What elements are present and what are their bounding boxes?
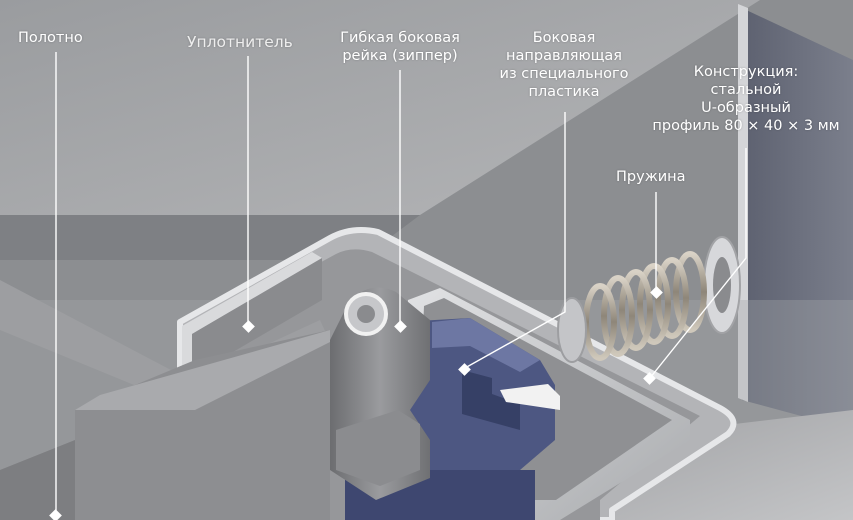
marker-zipper	[394, 320, 407, 333]
spring-base-washer	[557, 297, 587, 363]
blade-front	[75, 330, 330, 520]
right-cover-panel	[742, 8, 853, 430]
plastic-guide-light	[432, 318, 540, 372]
label-guide-line2: направляющая	[506, 48, 622, 64]
label-structure-line4: профиль 80 × 40 × 3 мм	[652, 118, 840, 134]
label-guide-line4: пластика	[528, 84, 600, 100]
guide-insert	[500, 384, 560, 410]
leader-guide	[464, 112, 566, 369]
label-seal: Уплотнитель	[187, 33, 293, 51]
label-zipper-line2: рейка (зиппер)	[342, 48, 458, 64]
seal-body	[192, 258, 322, 376]
plastic-guide-slot	[462, 370, 520, 430]
leader-structure	[649, 148, 747, 379]
ceiling-surface	[0, 0, 760, 215]
label-blade: Полотно	[18, 30, 83, 46]
zipper-tooth	[336, 410, 420, 486]
blade-top	[75, 330, 330, 410]
label-zipper: Гибкая боковая рейка (зиппер)	[334, 29, 466, 65]
callout-lines	[55, 52, 747, 512]
label-structure-line1: Конструкция:	[693, 64, 799, 80]
seal-strip	[182, 252, 322, 384]
label-zipper-line1: Гибкая боковая	[340, 30, 460, 46]
label-structure-line3: U-образный	[701, 100, 791, 116]
label-guide: Боковая направляющая из специального пла…	[488, 29, 640, 101]
label-guide-line3: из специального	[499, 66, 629, 82]
spring	[557, 236, 741, 363]
marker-seal	[242, 320, 255, 333]
label-guide-line1: Боковая	[532, 30, 596, 46]
label-spring: Пружина	[616, 169, 686, 185]
label-structure: Конструкция: стальной U-образный профиль…	[642, 63, 850, 135]
marker-guide	[458, 363, 471, 376]
label-structure-line2: стальной	[710, 82, 782, 98]
right-cover-edge	[738, 4, 748, 402]
